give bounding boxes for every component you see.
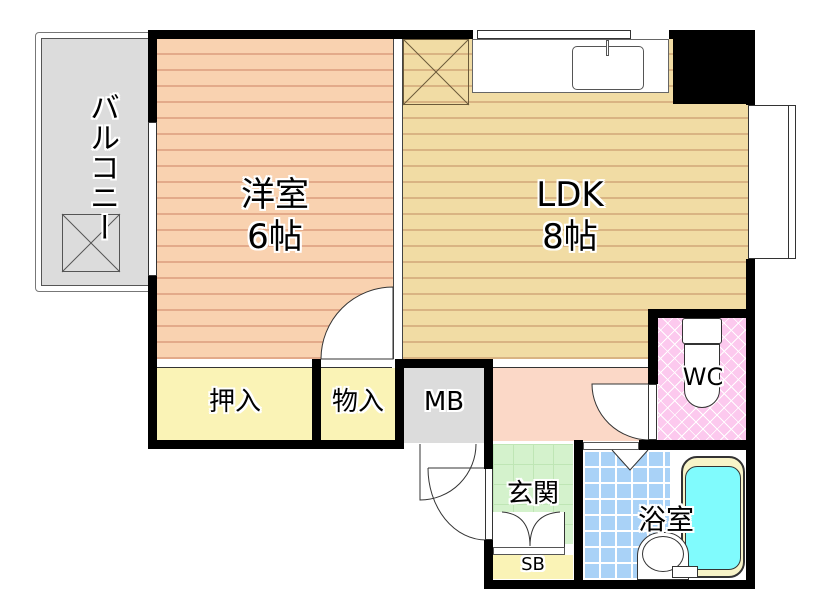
- front-door-icon[interactable]: [419, 443, 487, 544]
- wall-bath-top: [639, 440, 755, 450]
- wall-closet-divider: [312, 359, 321, 449]
- storage: [321, 368, 395, 440]
- wall-right-top: [746, 30, 755, 105]
- bathroom-door[interactable]: [583, 442, 639, 450]
- meter-box-label: MB: [423, 387, 465, 417]
- wall-wc-top: [648, 309, 755, 318]
- wall-mb-top: [395, 359, 493, 368]
- wall-closet-bottom: [148, 440, 404, 449]
- shoe-box-door[interactable]: [493, 547, 565, 555]
- balcony: [41, 38, 153, 286]
- wall-corner-block: [673, 30, 755, 104]
- refrigerator-space-icon: [402, 38, 470, 106]
- meter-box: [404, 368, 484, 443]
- wall-bottom: [484, 580, 755, 589]
- wc-label: WC: [682, 363, 724, 391]
- kitchen-window[interactable]: [477, 30, 631, 39]
- hallway-door[interactable]: [493, 359, 648, 368]
- window-right-frame: [788, 105, 789, 259]
- closet-label: 押入: [208, 387, 261, 417]
- wall-left-top: [148, 30, 157, 122]
- wall-entrance-left: [484, 540, 493, 589]
- sliding-partition[interactable]: [393, 39, 403, 359]
- wall-entrance-right: [574, 440, 583, 589]
- wall-bath-top-left: [574, 440, 583, 450]
- wall-wc-left: [648, 309, 658, 384]
- balcony-hatch-icon: [61, 213, 121, 273]
- entrance-floor: [493, 512, 565, 547]
- bathroom-door-fold-icon: [611, 449, 649, 471]
- western-room-name: 洋室: [241, 175, 309, 215]
- wall-top: [148, 30, 473, 39]
- balcony-window[interactable]: [148, 122, 157, 276]
- bathtub-water: [685, 466, 741, 570]
- storage-label: 物入: [331, 387, 384, 417]
- wall-storage-right: [395, 359, 404, 449]
- wc-door-icon[interactable]: [591, 383, 651, 441]
- entrance-step-icon: [501, 511, 561, 547]
- ldk-size: 8帖: [542, 217, 598, 257]
- western-room-door-icon[interactable]: [320, 286, 394, 360]
- toilet-tank-icon: [682, 318, 722, 344]
- shoe-box-label: SB: [521, 554, 545, 575]
- wall-left-bottom: [148, 276, 157, 448]
- entrance-label: 玄関: [506, 479, 559, 509]
- balcony-label: バルコニー: [84, 92, 119, 242]
- wall-right-mid: [746, 259, 755, 589]
- closet-sliding-door[interactable]: [157, 359, 392, 368]
- closet: [157, 368, 312, 440]
- front-door-frame: [485, 468, 493, 540]
- western-room-size: 6帖: [247, 217, 303, 257]
- wc-door-frame: [648, 384, 657, 440]
- ldk-name: LDK: [536, 175, 604, 215]
- shoe-box: [493, 555, 573, 579]
- faucet-bath-icon: [672, 566, 698, 578]
- wall-mb-right: [484, 359, 493, 469]
- faucet-icon: [606, 40, 609, 56]
- toilet-bowl-icon: [684, 344, 720, 408]
- bathroom-label: 浴室: [637, 503, 694, 536]
